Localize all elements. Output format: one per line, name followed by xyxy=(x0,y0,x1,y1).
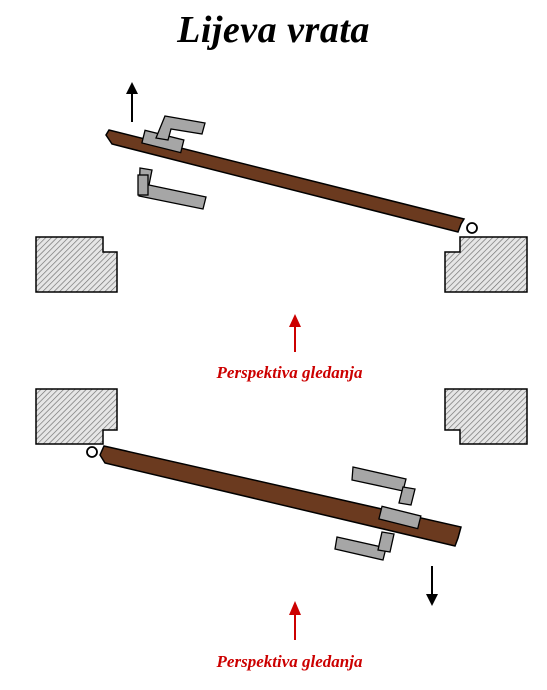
arrow-down-icon xyxy=(426,566,438,606)
bottom-view xyxy=(35,388,528,640)
perspective-label-bottom: Perspektiva gledanja xyxy=(216,652,363,671)
perspective-arrow-icon xyxy=(289,314,301,352)
top-view xyxy=(35,82,528,352)
left-frame-block xyxy=(35,388,118,445)
right-frame-block xyxy=(444,236,528,293)
left-frame-block xyxy=(35,236,118,293)
arrow-up-icon xyxy=(126,82,138,122)
door-panel xyxy=(105,129,466,233)
page-title: Lijeva vrata xyxy=(177,9,370,51)
perspective-label-top: Perspektiva gledanja xyxy=(216,363,363,382)
hinge-icon xyxy=(466,222,478,234)
perspective-arrow-icon xyxy=(289,601,301,640)
door-panel xyxy=(99,445,462,547)
hinge-icon xyxy=(86,446,98,458)
right-frame-block xyxy=(444,388,528,445)
door-handle xyxy=(137,115,207,210)
door-handle xyxy=(334,466,422,561)
